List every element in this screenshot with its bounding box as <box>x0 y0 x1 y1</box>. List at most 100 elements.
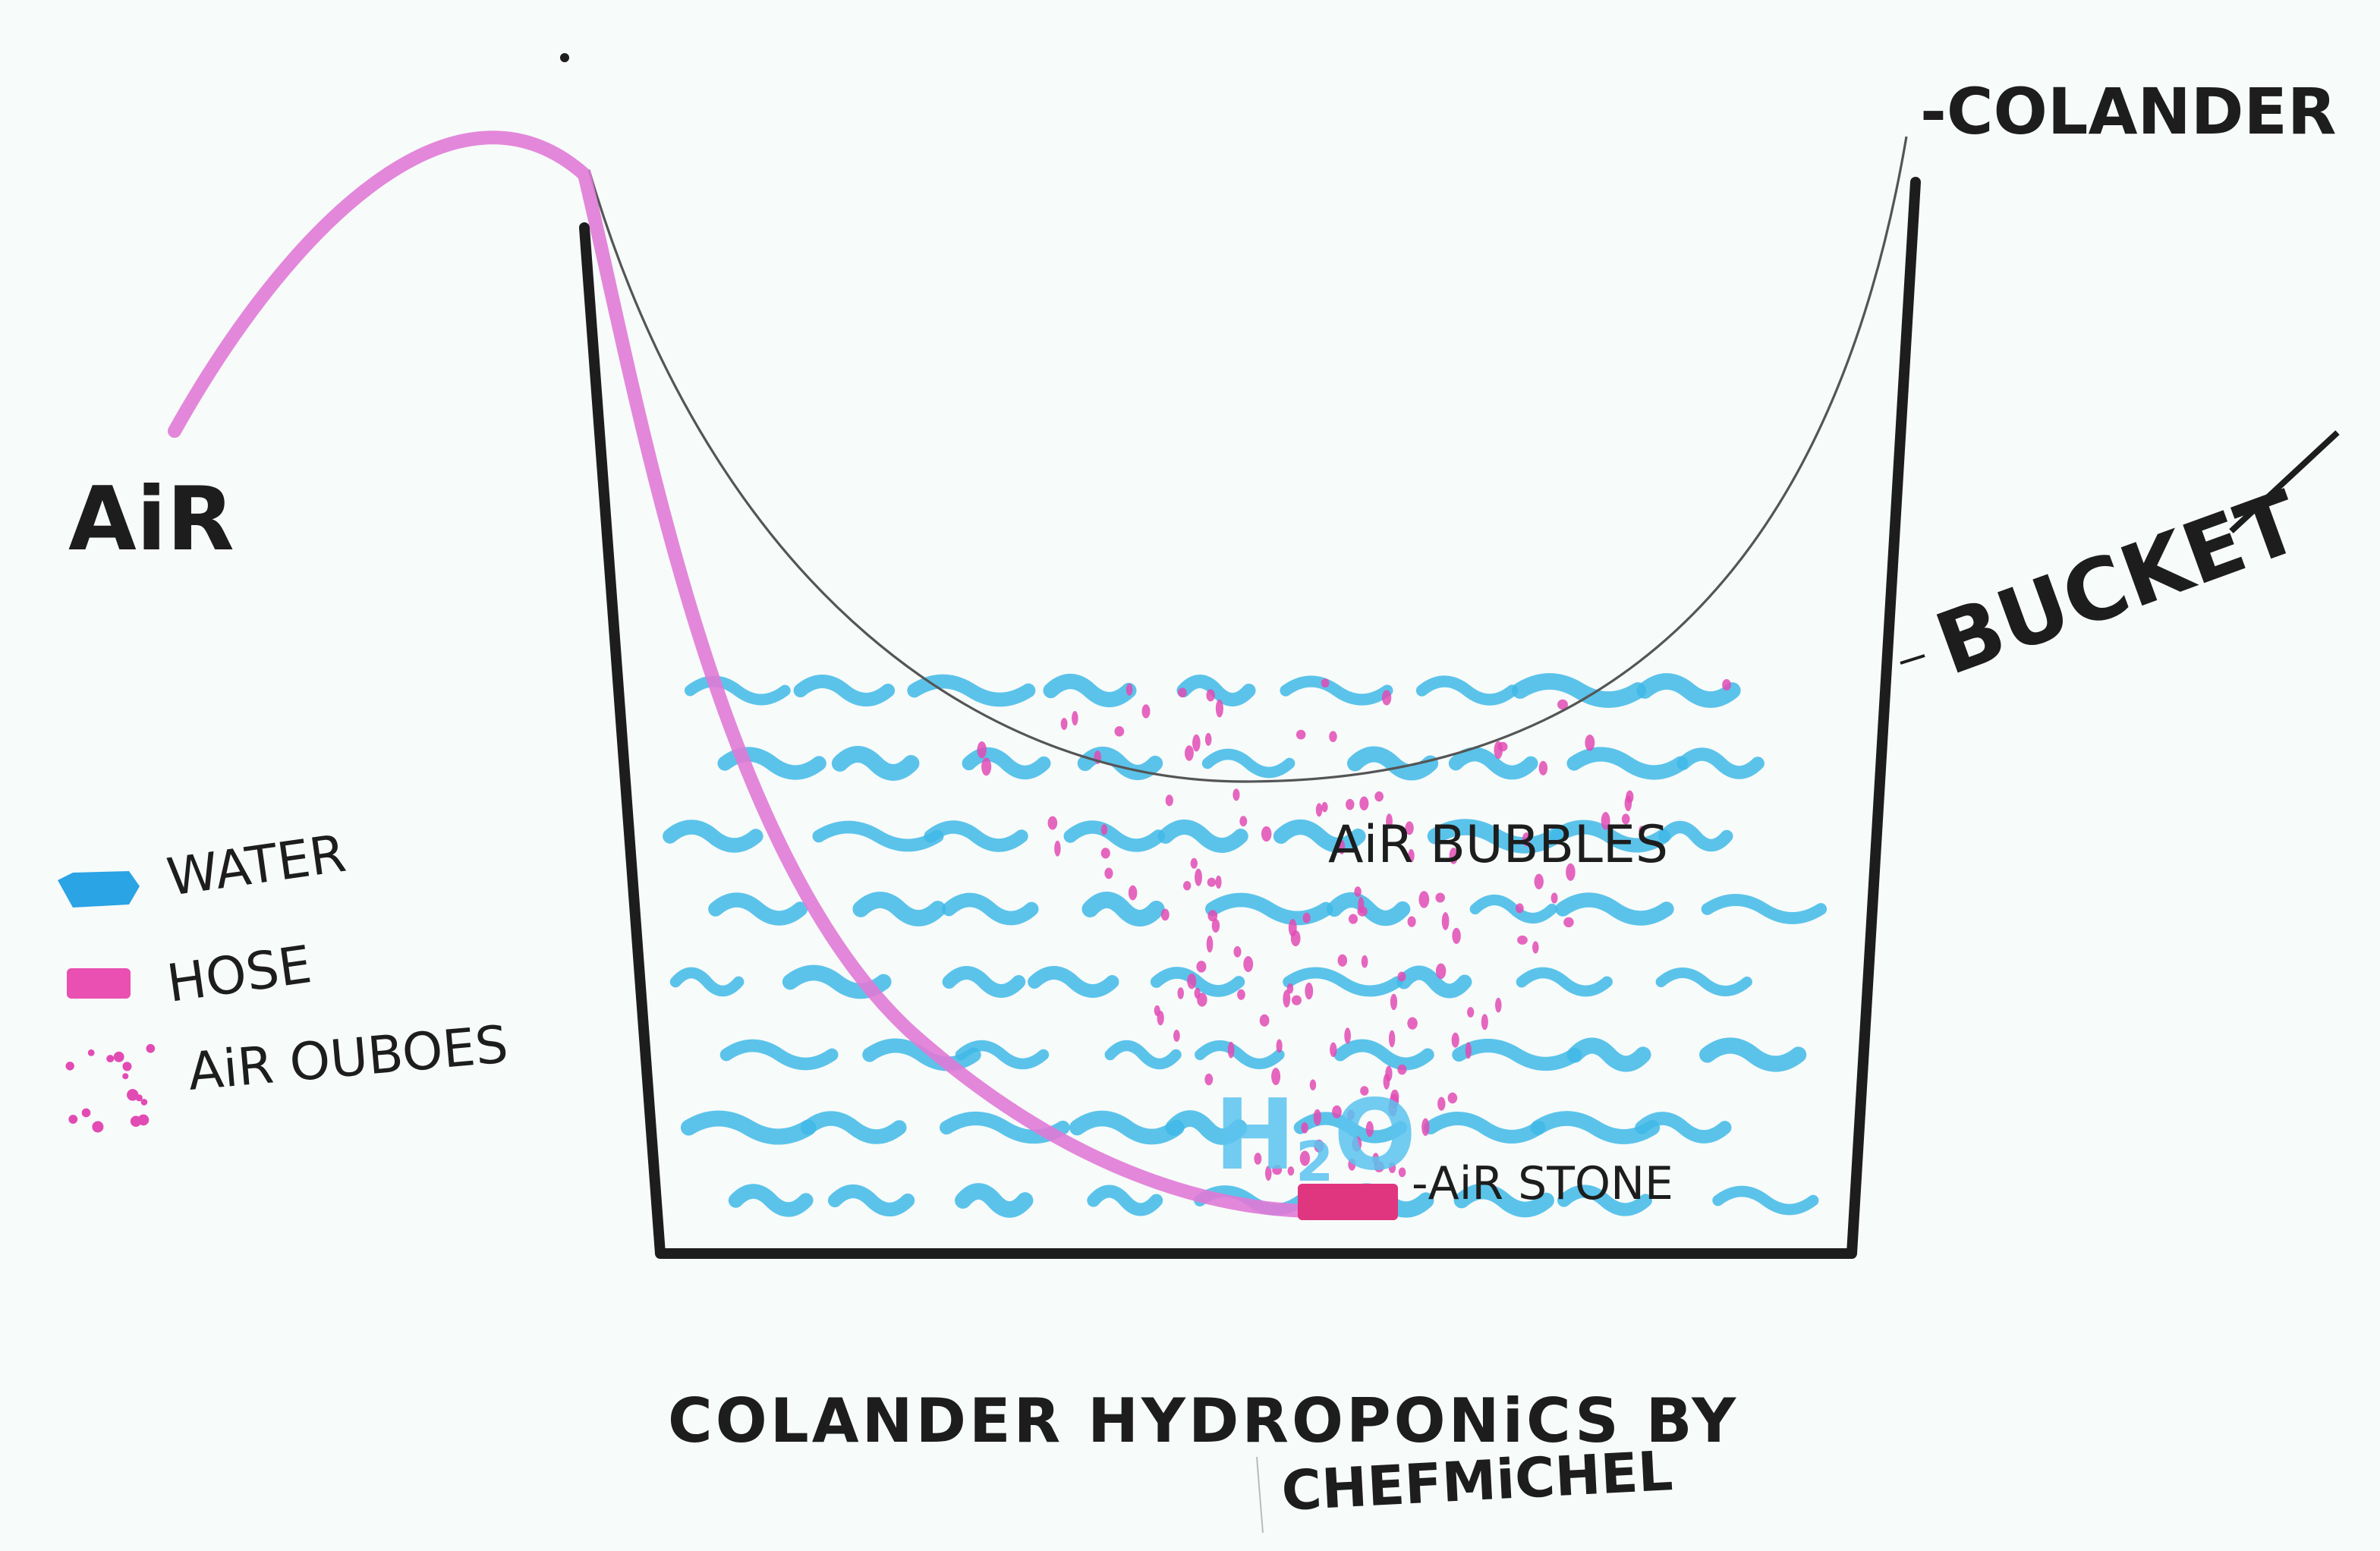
air-bubble <box>1264 1166 1272 1181</box>
air-bubble <box>1315 803 1323 817</box>
air-bubble <box>1233 945 1242 958</box>
air-bubble <box>1237 989 1245 1000</box>
water-wave <box>1566 1037 1651 1072</box>
air-bubble <box>1254 1153 1262 1165</box>
water-wave <box>1636 673 1741 708</box>
air-bubble <box>1386 813 1393 829</box>
air-bubble <box>1585 734 1595 751</box>
water-wave <box>1201 748 1295 779</box>
water-wave <box>955 1040 1050 1070</box>
water-wave <box>708 892 808 926</box>
water-wave <box>663 820 763 853</box>
air-bubble <box>1360 1086 1369 1096</box>
legend: WATER HOSE AiR OUBOES <box>58 824 511 1133</box>
water-wave <box>728 1184 814 1217</box>
air-bubble <box>1538 760 1548 776</box>
air-bubble <box>1192 734 1201 752</box>
ink-dot <box>560 53 569 62</box>
water-wave <box>1063 820 1166 852</box>
air-bubble <box>1494 741 1503 760</box>
water-wave <box>924 820 1028 852</box>
air-bubble <box>1405 821 1414 835</box>
water-wave <box>1081 892 1165 927</box>
air-bubble <box>1125 683 1133 696</box>
air-bubble <box>1481 1014 1488 1030</box>
paper-edge <box>1256 1456 1264 1534</box>
water-wave <box>831 746 920 781</box>
air-bubble <box>1348 914 1358 924</box>
air-bubble <box>1185 745 1194 761</box>
air-bubble <box>1388 1162 1396 1174</box>
air-bubble <box>1206 689 1215 702</box>
air-bubble <box>1418 891 1430 908</box>
air-bubble <box>1305 982 1314 1000</box>
water-wave <box>1280 675 1393 706</box>
legend-bubble-dot <box>127 1089 139 1101</box>
air-bubble <box>1449 847 1458 864</box>
air-bubble <box>981 757 992 776</box>
water-wave <box>1283 967 1403 997</box>
air-bubble <box>1329 731 1337 743</box>
air-bubble <box>1388 1030 1396 1048</box>
water-wave <box>1699 1037 1807 1072</box>
water-wave <box>1176 675 1256 706</box>
air-bubble <box>1621 813 1630 825</box>
water-wave <box>1326 892 1411 927</box>
air-bubble <box>1183 881 1192 891</box>
legend-bubble-dot <box>106 1055 115 1063</box>
water-wave <box>680 1110 817 1145</box>
air-bubble <box>1374 791 1384 802</box>
air-bubble <box>1626 790 1634 804</box>
water-wave <box>1347 746 1439 781</box>
water-wave <box>1635 1112 1732 1144</box>
water-wave <box>812 820 944 852</box>
water-wave <box>1676 747 1765 779</box>
water-wave <box>669 967 745 997</box>
air-bubble <box>1165 794 1173 807</box>
water-wave <box>1530 1111 1661 1144</box>
air-bubble <box>1157 1010 1164 1026</box>
air-bubble <box>1261 826 1272 842</box>
air-bubble <box>1332 1105 1342 1118</box>
water-wave <box>1469 894 1558 924</box>
air-bubble <box>1100 848 1110 859</box>
air-bubbles-dots <box>977 678 1731 1181</box>
water-wave <box>1424 1112 1546 1144</box>
air-bubble <box>1397 971 1406 982</box>
legend-bubble-dot <box>81 1108 91 1118</box>
air-bubble <box>1187 973 1197 989</box>
air-bubble <box>1204 1073 1214 1086</box>
air-bubble <box>1407 916 1416 927</box>
air-bubble <box>1337 954 1348 967</box>
air-bubble <box>1452 927 1461 944</box>
water-wave <box>1658 820 1733 852</box>
h2o-label: H2O <box>1214 1079 1416 1194</box>
air-bubble <box>1601 812 1610 830</box>
legend-bubble-dot <box>122 1062 132 1071</box>
water-wave <box>1087 1184 1163 1216</box>
air-bubble <box>1441 912 1450 930</box>
air-bubble <box>1207 910 1218 922</box>
air-bubble <box>1321 678 1330 688</box>
legend-bubble-dot <box>65 1062 74 1071</box>
air-bubble <box>1271 1068 1281 1086</box>
title-line-1: COLANDER HYDROPONiCS BY <box>668 1386 1739 1456</box>
air-bubble <box>1211 918 1220 933</box>
water-wave <box>1195 1040 1285 1069</box>
air-bubble <box>1232 788 1240 801</box>
air-bubble <box>1302 912 1311 923</box>
air-bubble <box>1194 987 1201 999</box>
air-bubble <box>1104 867 1113 879</box>
air-stone-label: -AiR STONE <box>1412 1157 1673 1210</box>
water-wave <box>1555 892 1674 926</box>
water-wave <box>1273 820 1366 853</box>
water-wave <box>852 892 946 927</box>
air-bubble <box>1398 1167 1406 1178</box>
air-bubble <box>1141 704 1151 719</box>
air-bubble <box>1309 1079 1317 1090</box>
legend-bubble-dot <box>92 1121 104 1133</box>
water-wave <box>942 892 1039 926</box>
water-wave <box>1427 819 1563 854</box>
air-bubble <box>1206 935 1214 953</box>
